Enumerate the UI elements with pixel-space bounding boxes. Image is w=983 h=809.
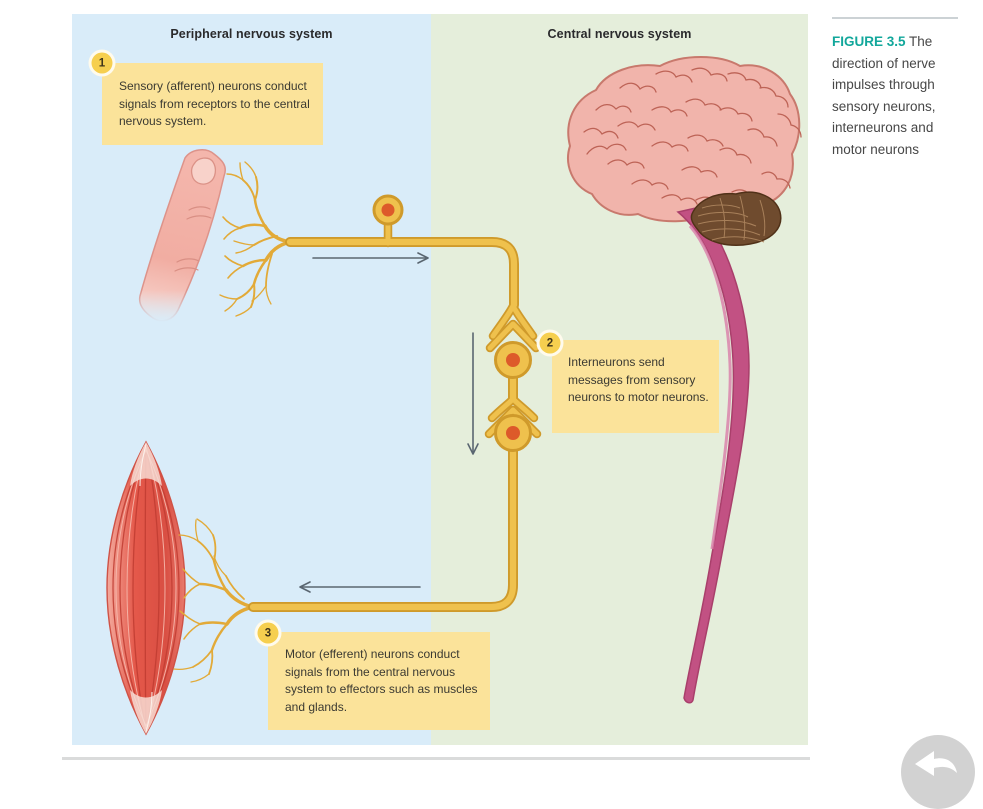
next-page-button[interactable] xyxy=(901,735,975,809)
impulse-direction-arrow-left xyxy=(299,581,421,593)
cerebellum-illustration xyxy=(690,191,782,246)
motor-endplate-branches xyxy=(173,518,255,683)
page-divider xyxy=(62,757,810,760)
callout-interneurons: Interneurons send messages from sensory … xyxy=(552,340,719,433)
callout-number-badge-2: 2 xyxy=(536,329,564,357)
figure-caption: FIGURE 3.5 The direction of nerve impuls… xyxy=(832,31,965,160)
figure-caption-label: FIGURE 3.5 xyxy=(832,34,906,49)
impulse-direction-arrow-right xyxy=(312,252,429,264)
callout-number-badge-1: 1 xyxy=(88,49,116,77)
central-panel-header: Central nervous system xyxy=(547,27,692,41)
callout-motor-neurons: Motor (efferent) neurons conduct signals… xyxy=(268,632,490,730)
peripheral-panel-header: Peripheral nervous system xyxy=(170,27,333,41)
muscle-illustration xyxy=(106,440,186,736)
next-arrow-icon xyxy=(915,751,957,776)
page: { "figure": { "panels": { "peripheral": … xyxy=(62,14,975,809)
impulse-direction-arrow-down xyxy=(467,332,479,455)
spinal-cord-illustration xyxy=(676,207,750,704)
fingernail xyxy=(190,157,217,185)
figure-caption-text: The direction of nerve impulses through … xyxy=(832,34,936,157)
neuron-pathway-fill xyxy=(249,222,540,611)
caption-divider xyxy=(832,17,958,19)
sensory-receptor-branches xyxy=(219,161,292,317)
brain-illustration xyxy=(567,56,802,223)
callout-sensory-neurons: Sensory (afferent) neurons conduct signa… xyxy=(102,63,323,145)
callout-number-badge-3: 3 xyxy=(254,619,282,647)
neuron-cell-bodies xyxy=(372,194,532,452)
nerve-pathway-illustration xyxy=(106,56,802,736)
figure-panel: Peripheral nervous system Central nervou… xyxy=(72,14,808,745)
fingertip-illustration xyxy=(124,149,226,322)
